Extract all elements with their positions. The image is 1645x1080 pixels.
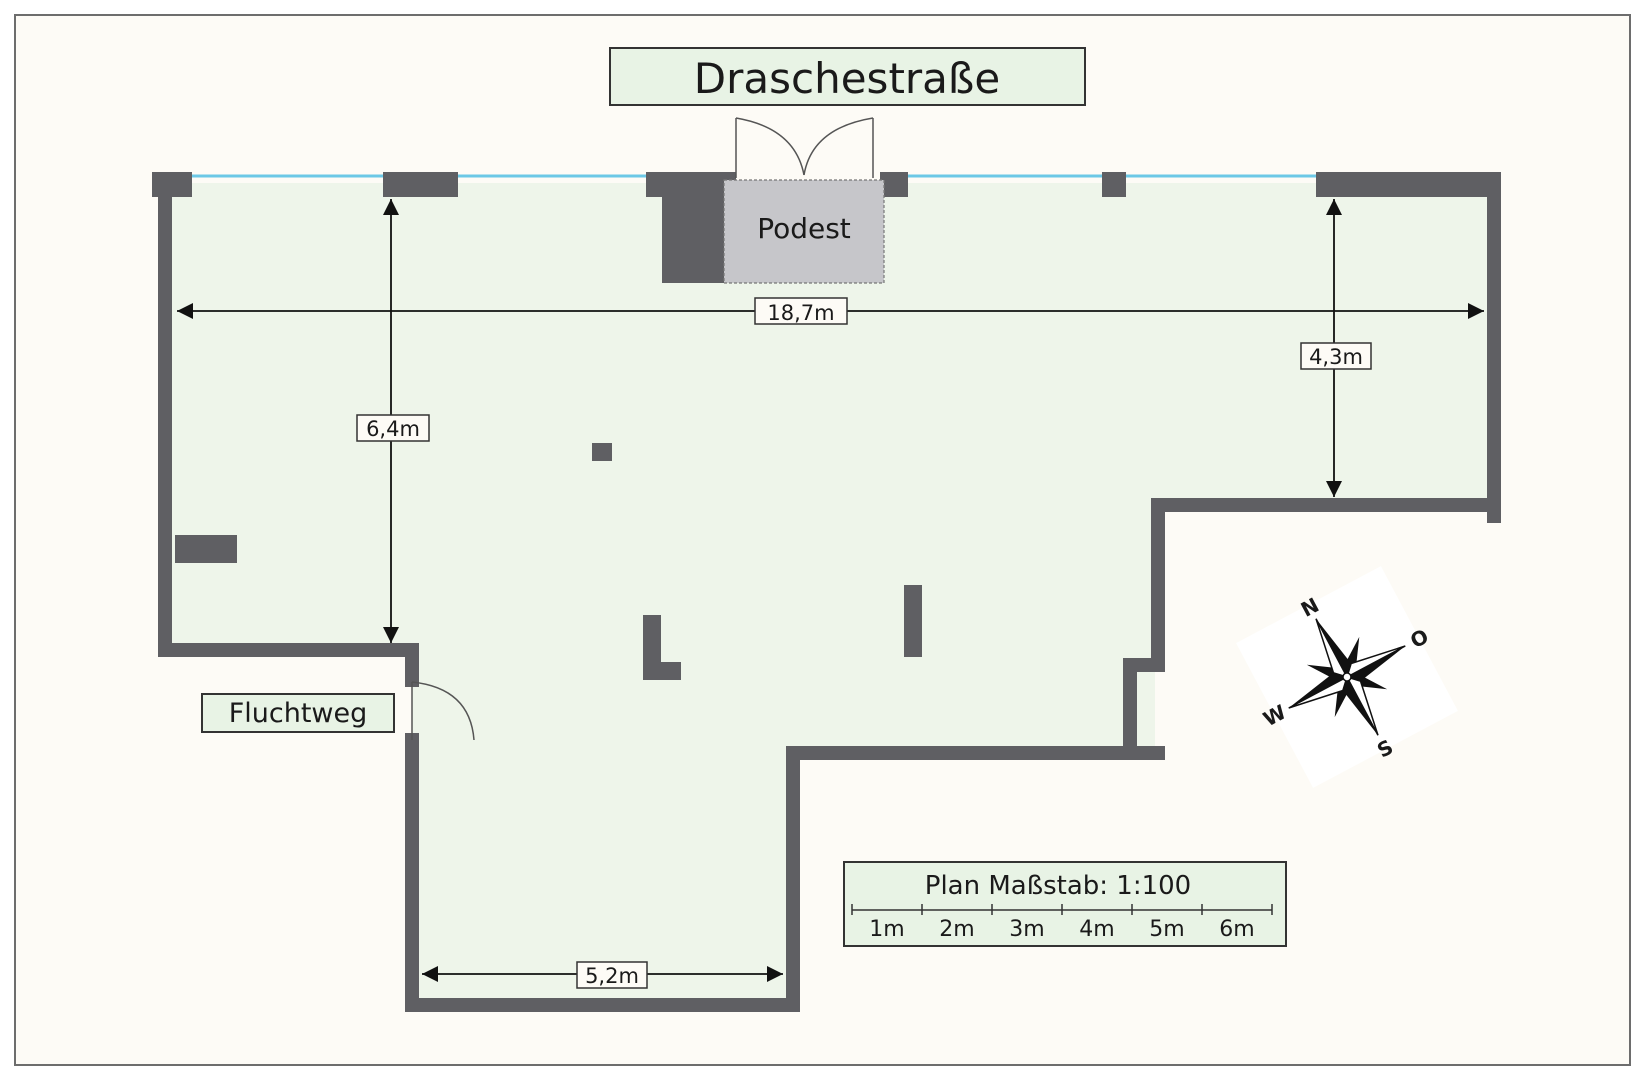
scale-tick-label: 3m — [1009, 917, 1044, 942]
pillar — [662, 197, 724, 283]
floor-area — [162, 183, 1489, 1006]
pillar — [175, 535, 237, 563]
scale-tick-label: 4m — [1079, 917, 1114, 942]
exit-label: Fluchtweg — [229, 698, 368, 729]
stage-area — [723, 179, 885, 284]
stage-label: Podest — [757, 212, 851, 245]
dim-depth-left-box — [356, 414, 430, 442]
exit-door — [411, 681, 475, 741]
pillar — [643, 662, 681, 680]
street-label-box — [609, 47, 1086, 106]
scale-title: Plan Maßstab: 1:100 — [925, 871, 1191, 901]
scale-tick-label: 5m — [1149, 917, 1184, 942]
compass-rose-icon: N O S W — [1236, 566, 1458, 788]
street-label: Draschestraße — [694, 54, 1000, 103]
wall-segments — [152, 172, 1501, 680]
dim-width-bottom-box — [576, 961, 648, 989]
pillar — [904, 585, 922, 657]
scale-legend: Plan Maßstab: 1:100 1m 2m 3m 4m 5m 6m — [843, 861, 1287, 947]
dim-depth-right-box — [1300, 342, 1372, 370]
dim-width-bottom-label: 5,2m — [585, 964, 639, 988]
dim-width-total-box — [754, 297, 848, 325]
dim-width-total-label: 18,7m — [767, 301, 834, 325]
scale-tick-label: 6m — [1219, 917, 1254, 942]
scale-tick-label: 1m — [869, 917, 904, 942]
dim-depth-left-label: 6,4m — [366, 417, 420, 441]
pillar — [592, 443, 612, 461]
dim-depth-right-label: 4,3m — [1309, 345, 1363, 369]
exit-label-box — [201, 693, 395, 733]
walls — [158, 176, 1501, 1012]
entrance-doors — [735, 117, 874, 178]
scale-tick-label: 2m — [939, 917, 974, 942]
